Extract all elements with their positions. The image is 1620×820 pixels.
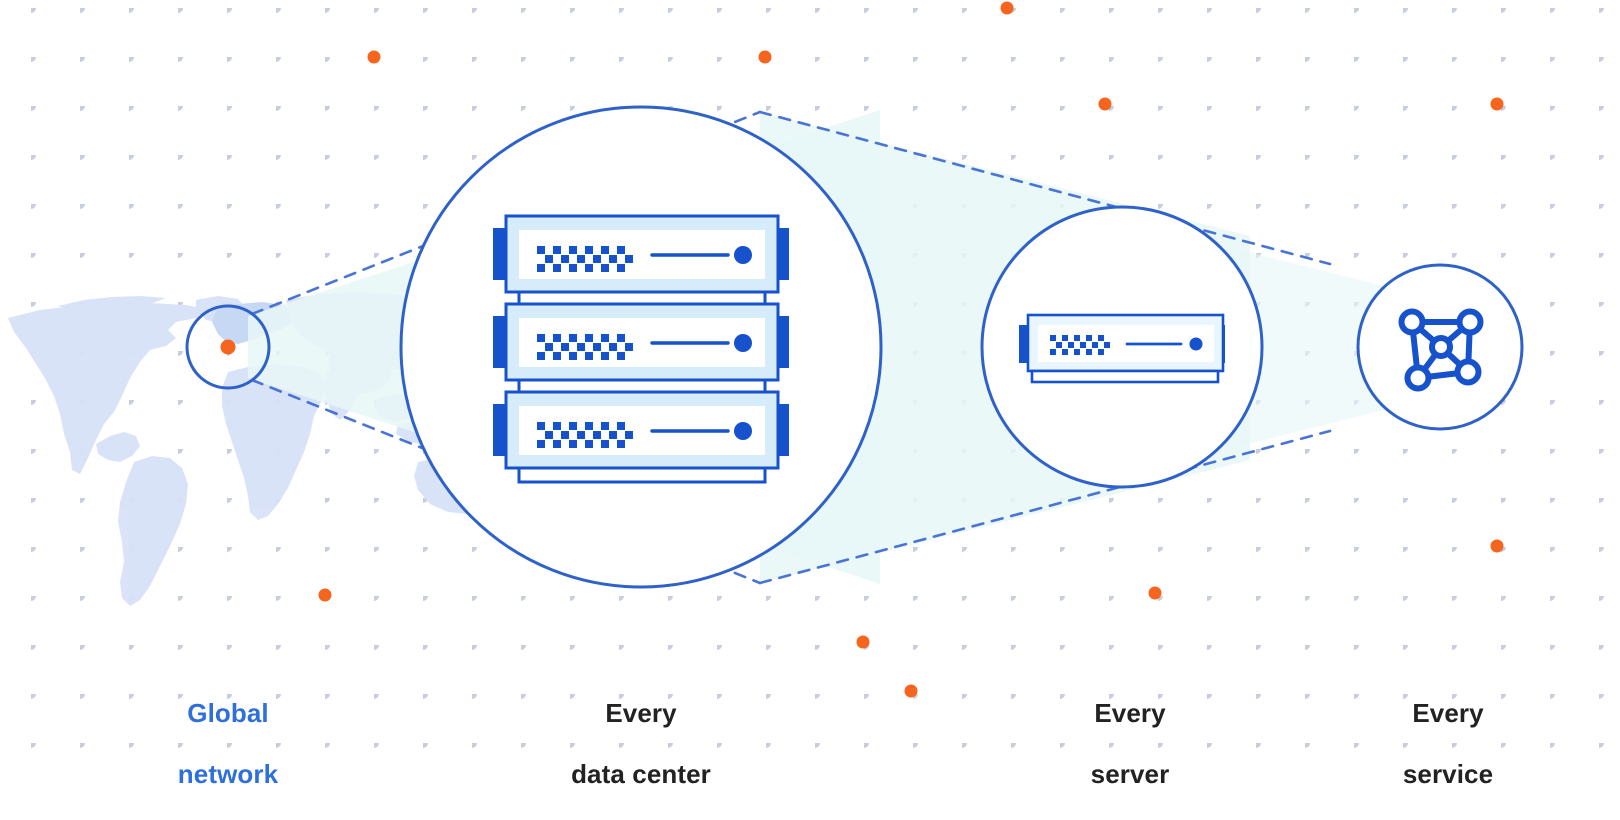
dashed-connector-top — [758, 110, 1332, 266]
stage-circle-global-network[interactable] — [185, 304, 271, 390]
dashed-connector-bottom — [758, 429, 1332, 585]
dashed-connector-bottom — [250, 378, 762, 585]
network-mesh-icon — [1398, 308, 1484, 392]
diagram-canvas — [0, 0, 1620, 782]
diagram-svg — [0, 0, 1620, 782]
server-unit-1 — [493, 214, 789, 294]
server-rack-icon — [493, 214, 789, 484]
accent-dots — [318, 1, 1504, 698]
location-pin-dot — [220, 339, 236, 355]
server-unit-2 — [493, 302, 789, 382]
single-server-icon — [1019, 313, 1225, 384]
server-unit-3 — [493, 390, 789, 470]
dashed-connector-top — [250, 110, 762, 316]
